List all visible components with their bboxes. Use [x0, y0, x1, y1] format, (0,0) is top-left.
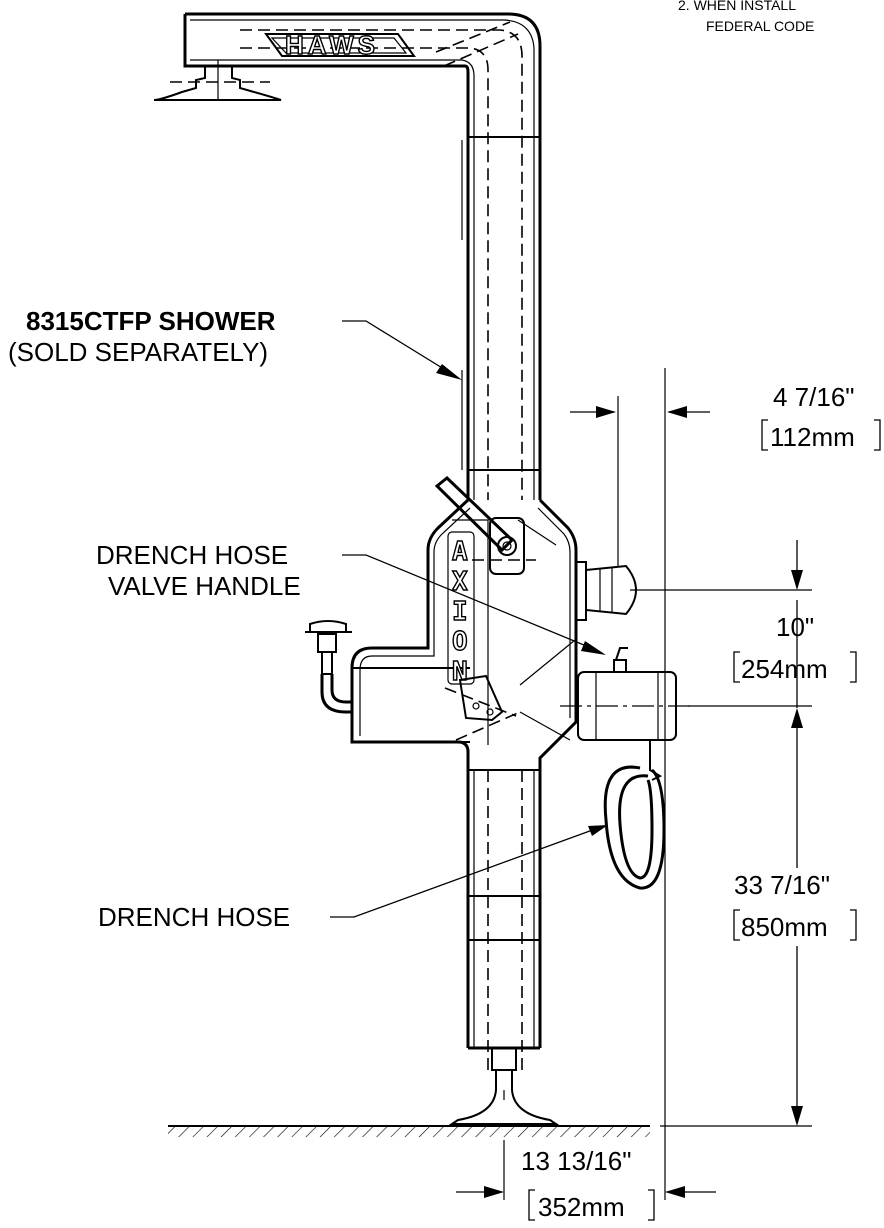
callout-shower-model: 8315CTFP SHOWER: [26, 306, 276, 336]
drench-hose-valve: [575, 561, 638, 621]
note-2-line-1: 2. WHEN INSTALL: [678, 0, 796, 13]
dimension-height-main: 33 7/16" 850mm: [733, 728, 857, 1126]
dimension-offset-top: 4 7/16" 112mm: [570, 382, 881, 452]
dim-base-offset-imperial: 13 13/16": [521, 1146, 631, 1176]
axion-logo: A X I O N: [447, 531, 475, 688]
dimension-base-offset: 13 13/16" 352mm: [456, 1146, 716, 1222]
callout-shower-note: (SOLD SEPARATELY): [8, 337, 268, 367]
axion-letter-x: X: [452, 567, 468, 597]
dim-offset-top-metric: 112mm: [770, 422, 855, 452]
axion-letter-i: I: [452, 597, 468, 627]
axion-letter-a: A: [452, 537, 468, 567]
eyewash-head: [305, 620, 352, 714]
callout-drench-hose: DRENCH HOSE: [98, 825, 608, 932]
latch-bracket: [458, 674, 504, 722]
callout-valve-handle-line-1: DRENCH HOSE: [96, 540, 288, 570]
floor-line: [168, 1125, 650, 1137]
pedestal: [448, 750, 560, 1125]
dim-height-main-imperial: 33 7/16": [734, 870, 830, 900]
dim-height-gap-imperial: 10": [776, 612, 814, 642]
dim-base-offset-metric: 352mm: [538, 1192, 625, 1222]
haws-logo: HAWS: [264, 29, 416, 61]
haws-logo-text: HAWS: [285, 30, 379, 60]
shower-arm: [183, 12, 542, 500]
callout-drench-hose-label: DRENCH HOSE: [98, 902, 290, 932]
shower-valve-handle: [434, 476, 525, 575]
callout-valve-handle: DRENCH HOSE VALVE HANDLE: [96, 540, 606, 655]
dim-height-gap-metric: 254mm: [741, 654, 828, 684]
drench-hose: [560, 647, 690, 890]
shower-head: [153, 60, 282, 101]
dim-height-main-metric: 850mm: [741, 912, 828, 942]
callout-shower: 8315CTFP SHOWER (SOLD SEPARATELY): [8, 306, 462, 380]
valve-body: [350, 498, 578, 848]
note-2-line-2: FEDERAL CODE: [706, 18, 814, 34]
dimension-height-gap: 10" 254mm: [733, 540, 857, 728]
axion-letter-o: O: [452, 627, 468, 657]
callout-valve-handle-line-2: VALVE HANDLE: [108, 571, 301, 601]
dim-offset-top-imperial: 4 7/16": [773, 382, 855, 412]
